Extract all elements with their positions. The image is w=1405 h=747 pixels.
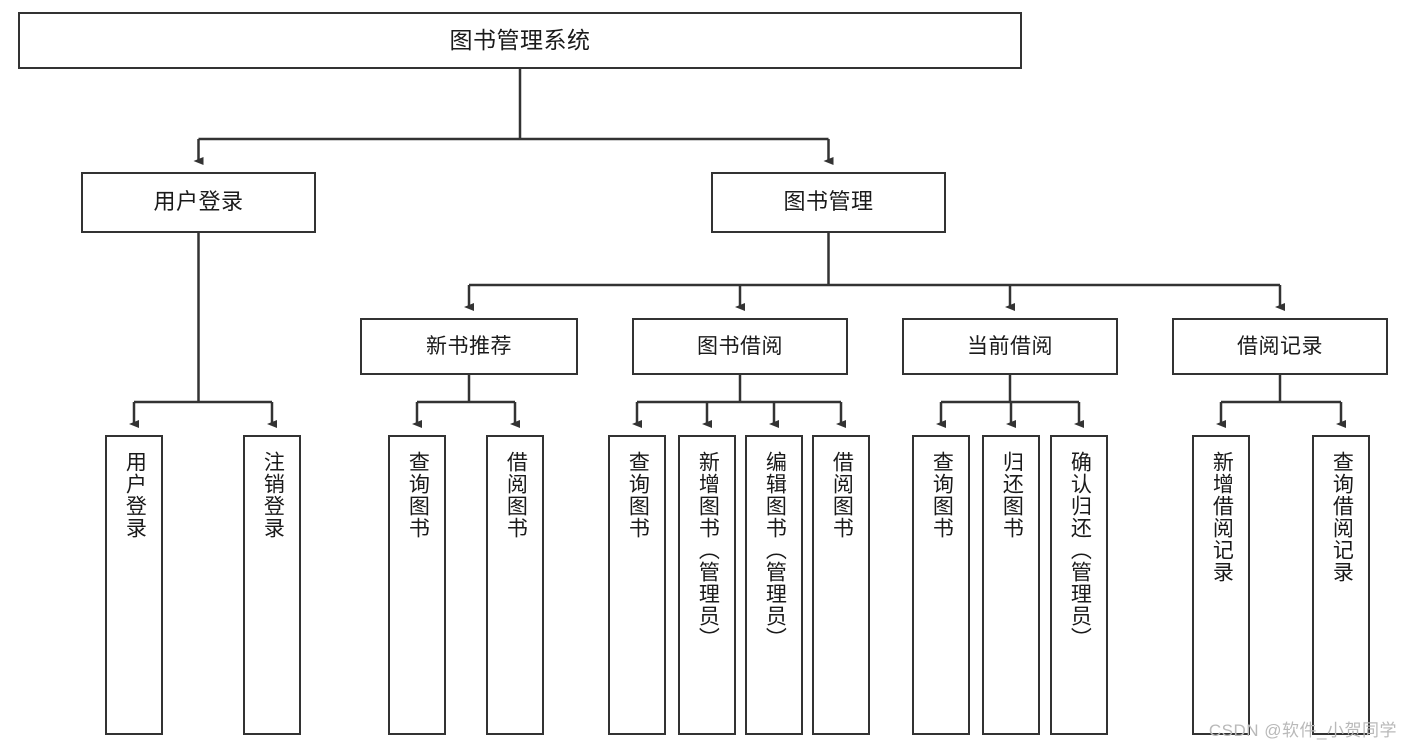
node-borrow-record[interactable]: 借阅记录 (1172, 318, 1388, 375)
node-label: 新增图书（管理员） (696, 451, 720, 649)
node-label: 查询借阅记录 (1330, 451, 1354, 583)
node-book-manage[interactable]: 图书管理 (711, 172, 946, 233)
node-root[interactable]: 图书管理系统 (18, 12, 1022, 69)
node-leaf-confirm-ret[interactable]: 确认归还（管理员） (1050, 435, 1108, 735)
node-user-login[interactable]: 用户登录 (81, 172, 316, 233)
node-label: 注销登录 (261, 451, 285, 539)
node-label: 查询图书 (406, 451, 430, 539)
node-label: 用户登录 (123, 451, 147, 539)
node-leaf-query-book-3[interactable]: 查询图书 (912, 435, 970, 735)
node-leaf-query-book-2[interactable]: 查询图书 (608, 435, 666, 735)
node-leaf-query-book-1[interactable]: 查询图书 (388, 435, 446, 735)
node-leaf-return-book[interactable]: 归还图书 (982, 435, 1040, 735)
node-label: 查询图书 (626, 451, 650, 539)
node-leaf-edit-book[interactable]: 编辑图书（管理员） (745, 435, 803, 735)
node-label: 图书管理 (783, 189, 874, 215)
node-label: 借阅图书 (830, 451, 854, 539)
node-label: 借阅图书 (504, 451, 528, 539)
node-label: 新书推荐 (426, 334, 512, 358)
node-label: 新增借阅记录 (1210, 451, 1234, 583)
node-new-book-rec[interactable]: 新书推荐 (360, 318, 578, 375)
node-label: 图书借阅 (697, 334, 783, 358)
node-current-borrow[interactable]: 当前借阅 (902, 318, 1118, 375)
node-leaf-logout[interactable]: 注销登录 (243, 435, 301, 735)
node-label: 图书管理系统 (449, 27, 591, 54)
node-leaf-query-record[interactable]: 查询借阅记录 (1312, 435, 1370, 735)
node-label: 用户登录 (153, 189, 244, 215)
node-label: 确认归还（管理员） (1068, 451, 1092, 649)
node-leaf-borrow-book-1[interactable]: 借阅图书 (486, 435, 544, 735)
watermark: CSDN @软件_小贺同学 (1208, 721, 1397, 740)
node-label: 归还图书 (1000, 451, 1024, 539)
node-label: 当前借阅 (967, 334, 1053, 358)
node-leaf-add-book[interactable]: 新增图书（管理员） (678, 435, 736, 735)
node-label: 借阅记录 (1237, 334, 1323, 358)
node-leaf-borrow-book-2[interactable]: 借阅图书 (812, 435, 870, 735)
node-book-borrow[interactable]: 图书借阅 (632, 318, 848, 375)
node-leaf-user-login[interactable]: 用户登录 (105, 435, 163, 735)
node-label: 编辑图书（管理员） (763, 451, 787, 649)
node-leaf-add-record[interactable]: 新增借阅记录 (1192, 435, 1250, 735)
node-label: 查询图书 (930, 451, 954, 539)
